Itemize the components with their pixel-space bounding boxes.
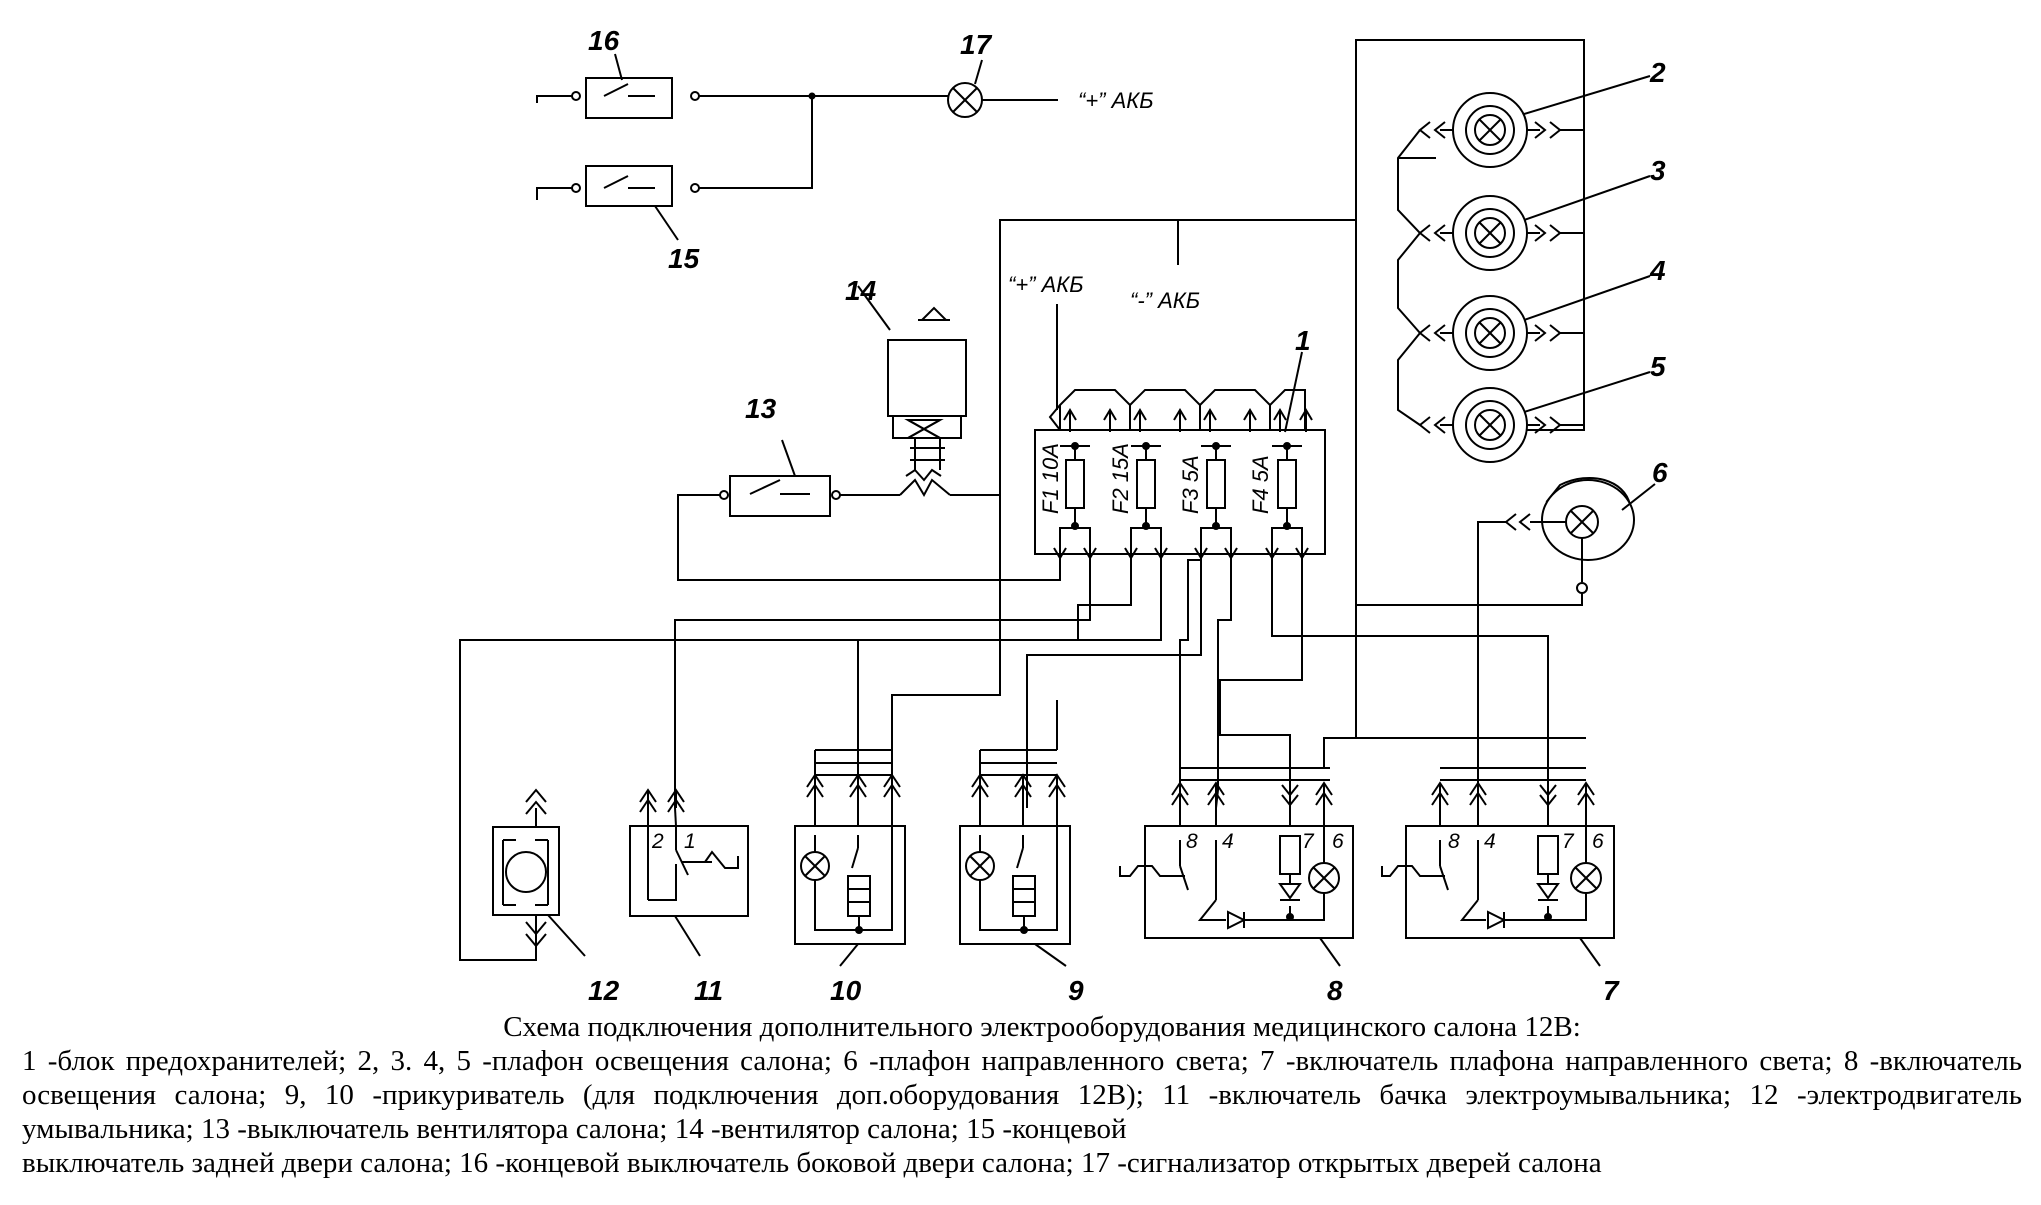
- label-10: 10: [830, 975, 862, 1005]
- pin-7-4: 4: [1484, 830, 1496, 853]
- minus-akb-label: “-” АКБ: [1130, 288, 1200, 313]
- cabin-light-switch-8: [1119, 767, 1354, 939]
- spot-lamp-6: [1356, 476, 1656, 606]
- pin-11-2: 2: [651, 830, 664, 853]
- label-3: 3: [1650, 155, 1666, 186]
- pin-7-7: 7: [1562, 830, 1575, 853]
- label-9: 9: [1068, 975, 1084, 1005]
- pin-7-6: 6: [1592, 830, 1604, 853]
- label-5: 5: [1650, 351, 1666, 382]
- cabin-lamps-2-5: [1397, 92, 1584, 463]
- label-8: 8: [1327, 975, 1343, 1005]
- wiring-diagram: 16 15 17 “+” АКБ 2 3 4 5 6 1 14 13 “+” А…: [459, 25, 1668, 1005]
- fan-switch-13: [719, 475, 841, 517]
- fuse-block-1: [1034, 389, 1326, 560]
- label-14: 14: [845, 275, 877, 306]
- fuse-f2-label: F2 15А: [1108, 443, 1133, 514]
- label-15: 15: [668, 243, 700, 274]
- socket-9: [959, 749, 1071, 945]
- pin-8-8: 8: [1186, 830, 1198, 853]
- label-7: 7: [1603, 975, 1620, 1005]
- caption-legend: 1 -блок предохранителей; 2, 3. 4, 5 -пла…: [22, 1045, 2022, 1145]
- label-6: 6: [1652, 457, 1668, 488]
- caption-title: Схема подключения дополнительного электр…: [503, 1011, 1581, 1043]
- pin-8-4: 4: [1222, 830, 1234, 853]
- washer-switch-11: [629, 788, 749, 917]
- label-1: 1: [1295, 325, 1311, 356]
- pin-8-6: 6: [1332, 830, 1344, 853]
- pin-7-8: 8: [1448, 830, 1460, 853]
- label-17: 17: [960, 29, 993, 60]
- cabin-fan-14: [887, 306, 967, 498]
- door-switch-16: [536, 77, 700, 119]
- fuse-f3-label: F3 5А: [1178, 455, 1203, 514]
- caption: Схема подключения дополнительного электр…: [22, 1010, 2022, 1180]
- pin-11-1: 1: [684, 830, 696, 853]
- label-16: 16: [588, 25, 620, 56]
- pin-8-7: 7: [1302, 830, 1315, 853]
- label-4: 4: [1649, 255, 1666, 286]
- label-13: 13: [745, 393, 777, 424]
- fuse-f4-label: F4 5А: [1248, 455, 1273, 514]
- washer-motor-12: [492, 788, 560, 948]
- label-11: 11: [694, 975, 723, 1005]
- plus-akb-label: “+” АКБ: [1008, 272, 1084, 297]
- label-2: 2: [1649, 57, 1666, 88]
- label-12: 12: [588, 975, 620, 1005]
- door-switch-15: [536, 165, 700, 207]
- door-signal-lamp-17: [947, 82, 983, 118]
- fuse-f1-label: F1 10А: [1038, 443, 1063, 514]
- socket-10: [794, 749, 906, 945]
- spot-light-switch-7: [1381, 767, 1615, 939]
- plus-akb-top-label: “+” АКБ: [1078, 88, 1154, 113]
- caption-legend-end: выключатель задней двери салона; 16 -кон…: [22, 1147, 1602, 1179]
